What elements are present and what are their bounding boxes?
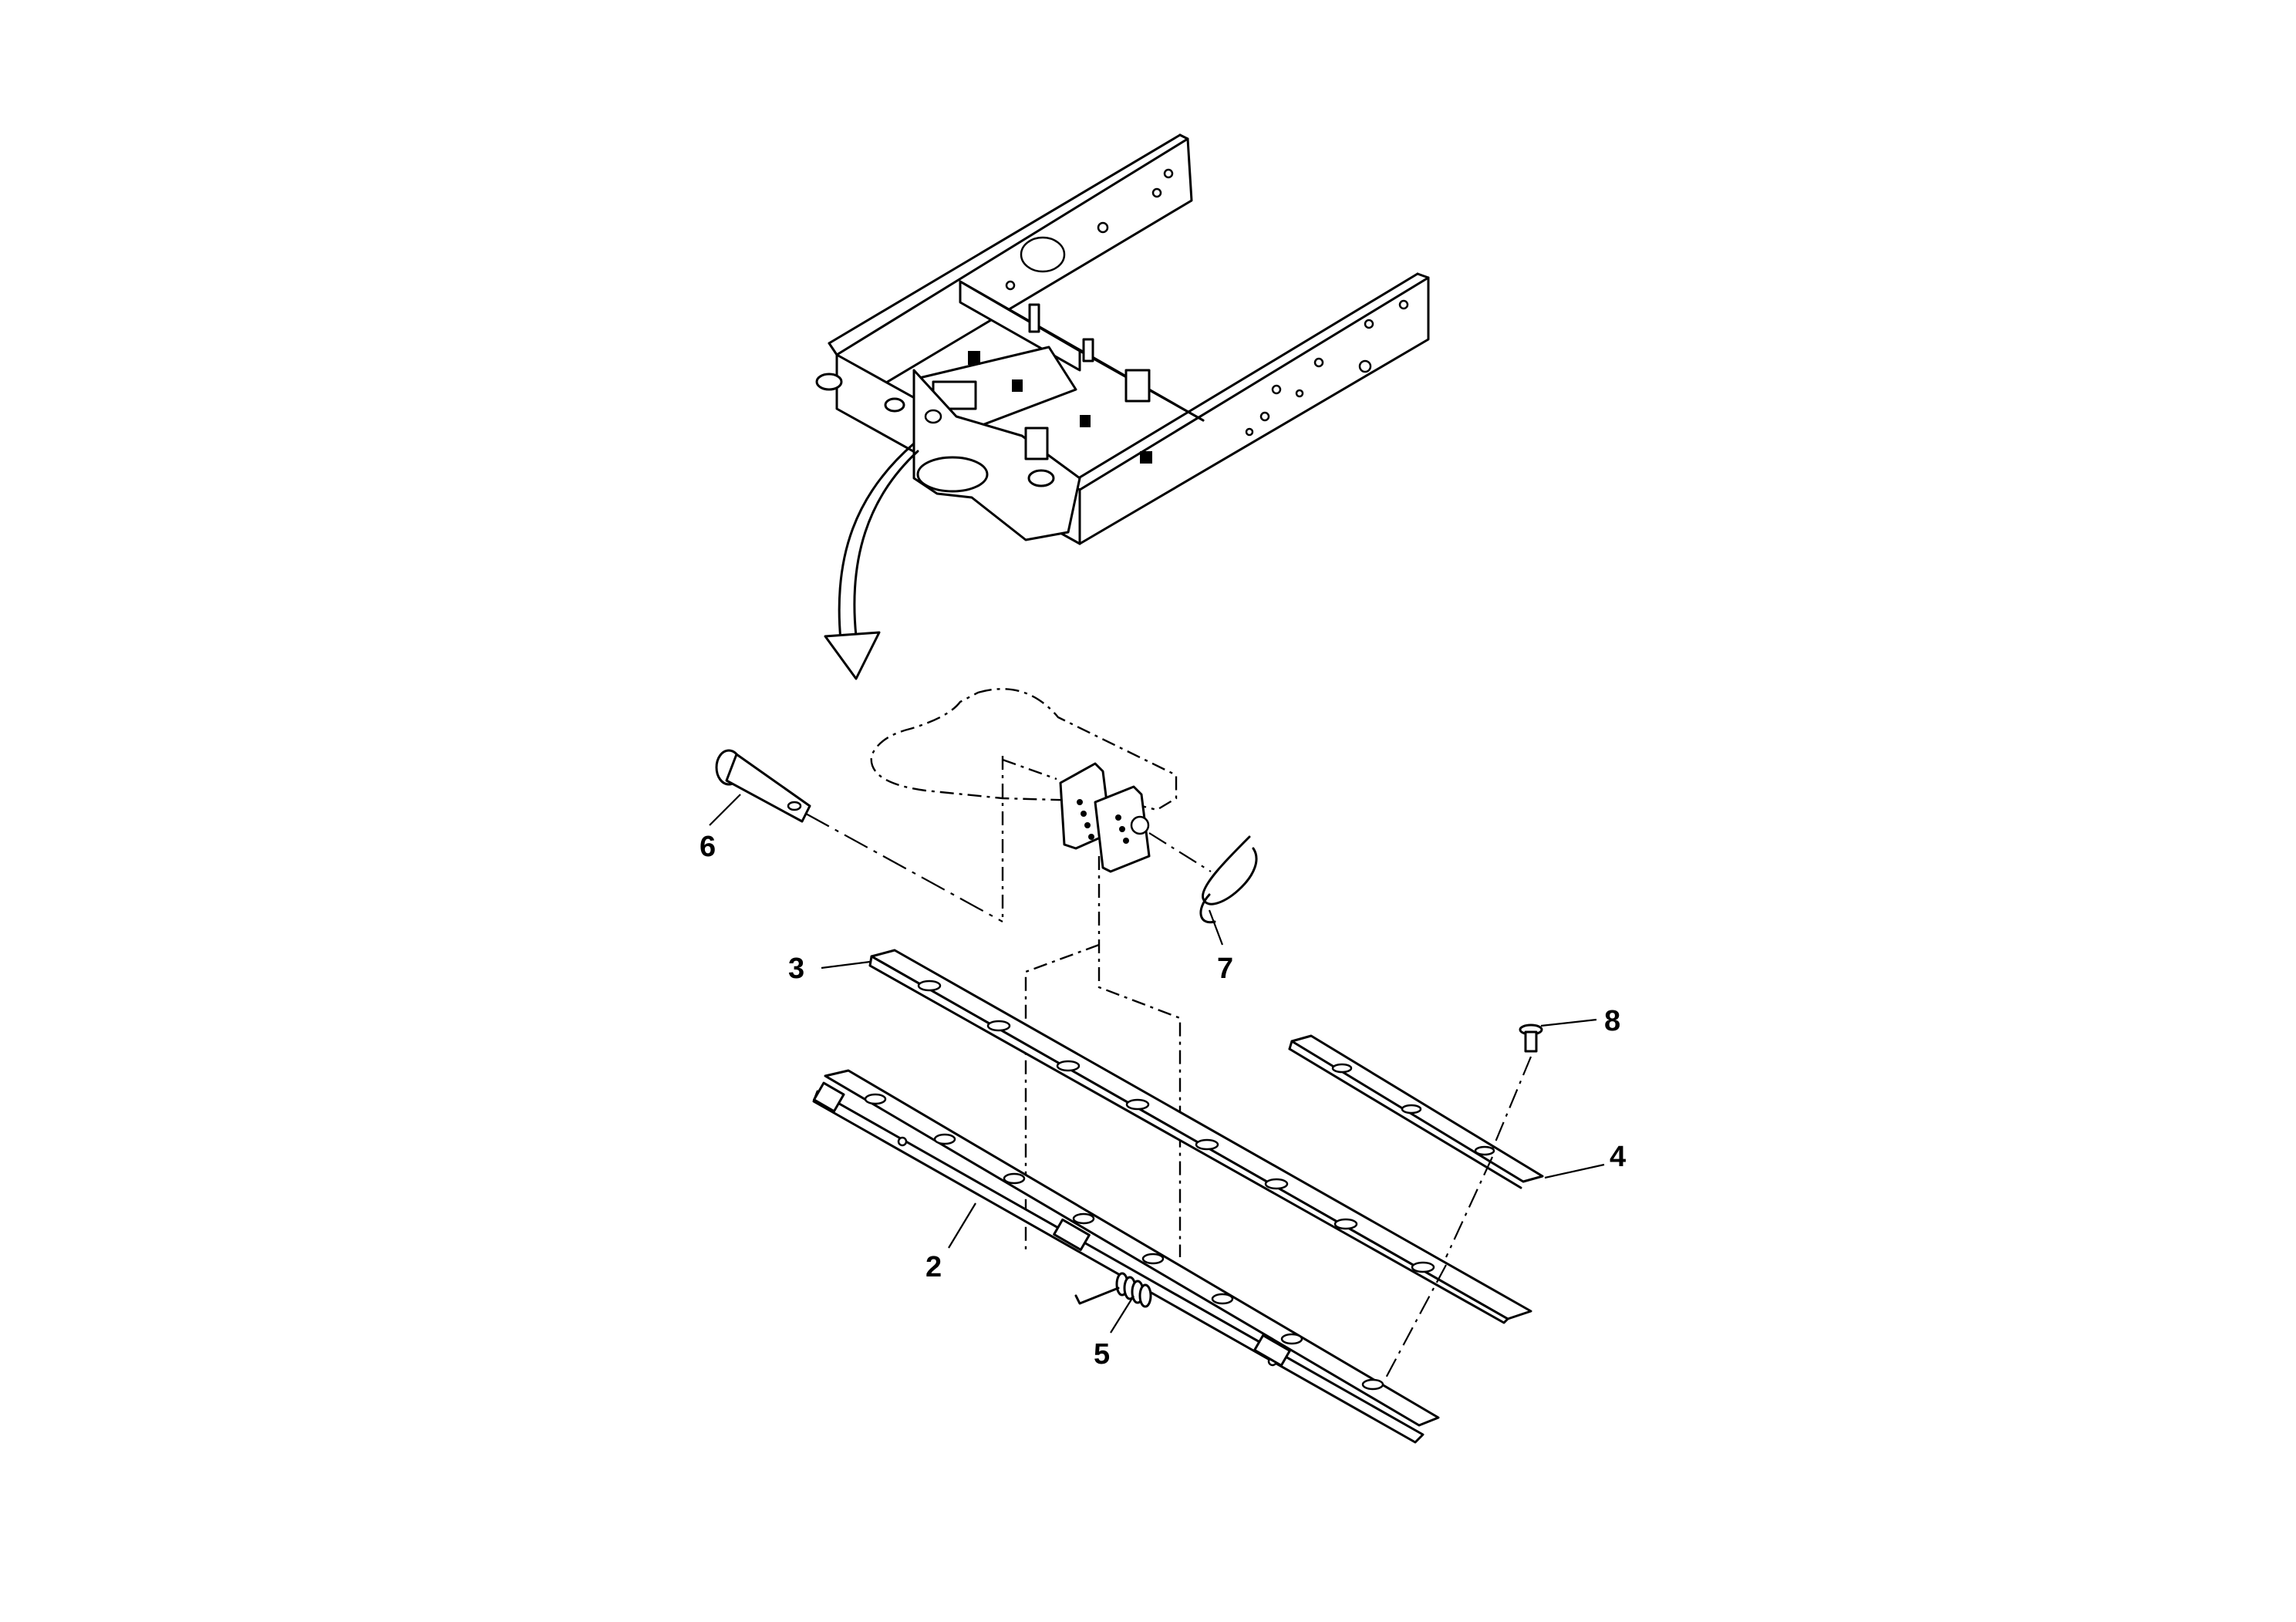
- seat-frame-assembly: [815, 133, 1430, 545]
- svg-text:5: 5: [1094, 1338, 1110, 1371]
- screw-item-8: [1519, 1023, 1543, 1053]
- callout-5: 5: [1094, 1295, 1135, 1371]
- seat-bracket-phantom: [870, 688, 1178, 922]
- svg-text:8: 8: [1604, 1005, 1620, 1037]
- callout-4: 4: [1544, 1141, 1626, 1179]
- callout-8: 8: [1540, 1005, 1620, 1037]
- callout-2: 2: [925, 1202, 976, 1283]
- callout-3: 3: [788, 953, 871, 985]
- upper-slide-rail-item-3: [868, 949, 1532, 1324]
- clip-alignment-line: [1148, 832, 1212, 872]
- short-strip-item-4: [1288, 1034, 1544, 1189]
- svg-text:6: 6: [700, 831, 716, 863]
- svg-text:4: 4: [1610, 1141, 1626, 1173]
- callout-7: 7: [1208, 909, 1233, 985]
- spring-item-5: [1074, 1272, 1152, 1308]
- detail-transfer-arrow: [824, 442, 919, 680]
- hair-pin-clip-item-7: [1199, 835, 1258, 924]
- pivot-bracket: [1059, 762, 1151, 873]
- lower-slide-rail-item-2: [812, 1069, 1440, 1444]
- svg-text:2: 2: [925, 1251, 942, 1283]
- pin-alignment-line: [805, 813, 1003, 922]
- clevis-pin-item-6: [715, 749, 811, 823]
- screw-alignment-line: [1384, 1056, 1532, 1381]
- callout-6: 6: [700, 794, 741, 863]
- svg-text:7: 7: [1217, 953, 1233, 985]
- svg-text:3: 3: [788, 953, 804, 985]
